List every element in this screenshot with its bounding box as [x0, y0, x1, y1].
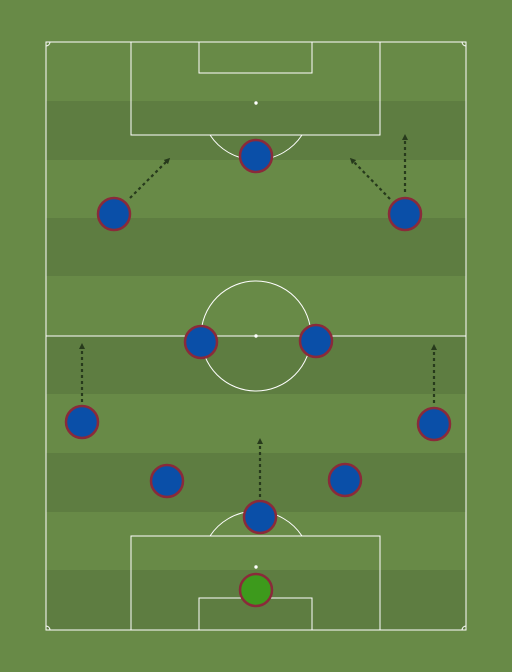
- pitch-markings: [45, 41, 467, 631]
- player-right-winger[interactable]: [387, 196, 423, 232]
- bottom-penalty-spot: [254, 565, 258, 569]
- corner-arc-bottom-right: [461, 625, 467, 631]
- player-right-center-back[interactable]: [327, 462, 363, 498]
- corner-arc-top-right: [461, 41, 467, 47]
- top-penalty-spot: [254, 101, 258, 105]
- players: [64, 138, 452, 608]
- player-left-center-back[interactable]: [149, 463, 185, 499]
- player-striker[interactable]: [238, 138, 274, 174]
- player-right-fullback[interactable]: [416, 406, 452, 442]
- center-spot: [254, 334, 258, 338]
- player-goalkeeper[interactable]: [238, 572, 274, 608]
- player-defensive-midfielder[interactable]: [242, 499, 278, 535]
- player-left-fullback[interactable]: [64, 404, 100, 440]
- player-right-central-midfielder[interactable]: [298, 323, 334, 359]
- player-left-central-midfielder[interactable]: [183, 324, 219, 360]
- movement-arrows: [79, 134, 437, 497]
- pitch-stripe: [46, 336, 466, 394]
- player-left-winger[interactable]: [96, 196, 132, 232]
- run-arrow-left-winger: [129, 157, 171, 199]
- corner-arc-top-left: [45, 41, 51, 47]
- top-goal-area: [198, 41, 313, 74]
- corner-arc-bottom-left: [45, 625, 51, 631]
